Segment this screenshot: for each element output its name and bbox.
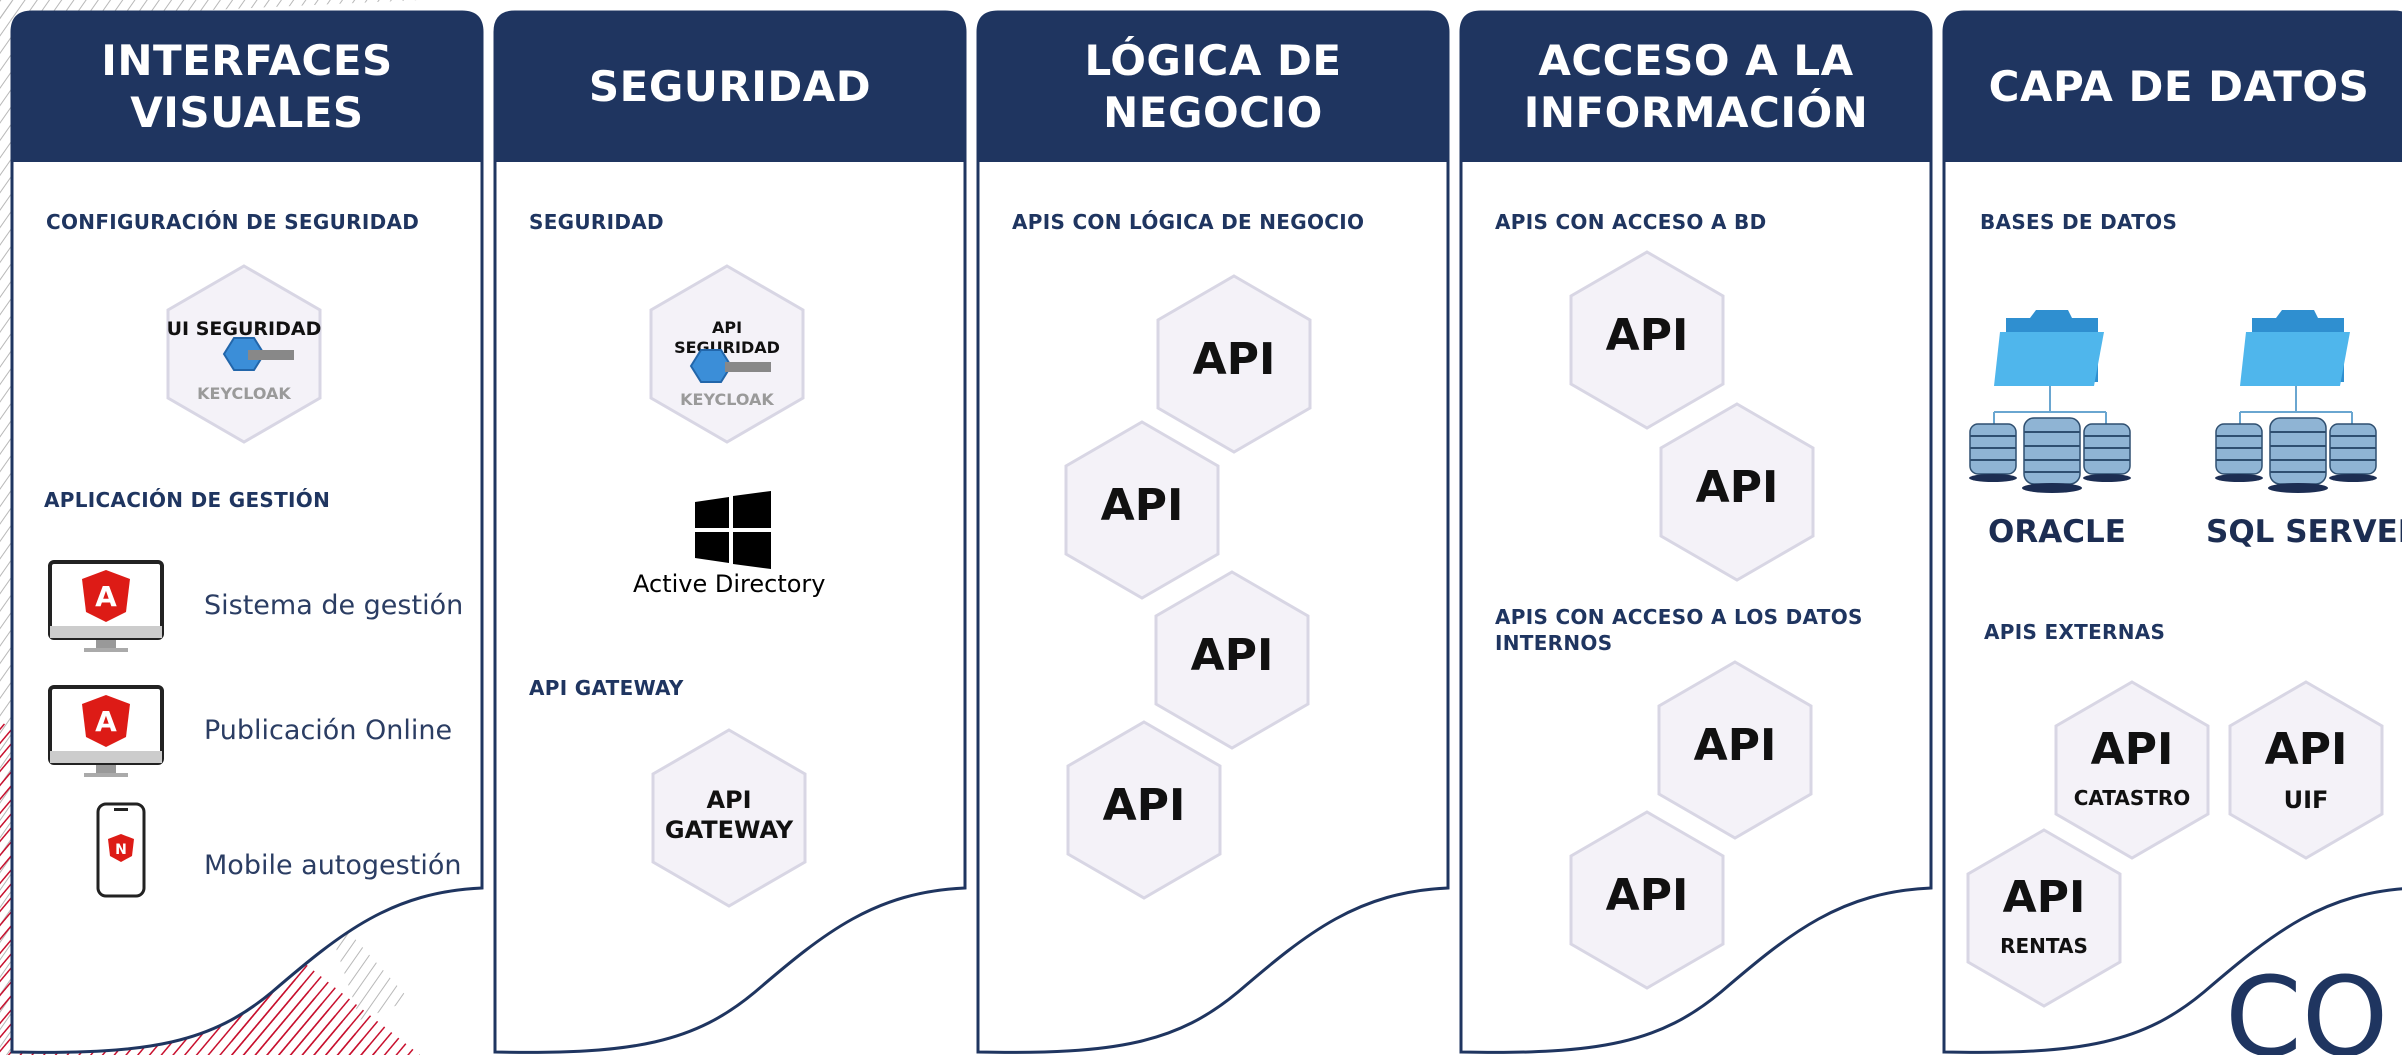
api-uif-hexagon: API UIF [2224,678,2388,862]
section-heading: SEGURIDAD [529,210,664,234]
column-title: CAPA DE DATOS [1988,62,2370,111]
column-acceso-informacion: ACCESO A LA INFORMACIÓN APIS CON ACCESO … [1459,10,1933,1055]
rentas-label: RENTAS [2000,934,2088,958]
column-frame [10,10,484,1054]
api-seguridad-label-2: SEGURIDAD [674,338,780,357]
angular-monitor-icon: A [48,560,164,652]
api-gateway-label-2: GATEWAY [664,816,794,844]
svg-text:A: A [95,705,117,738]
api-hexagon: API [1655,400,1819,584]
column-seguridad: SEGURIDAD SEGURIDAD API SEGURIDAD KEYCLO… [493,10,967,1055]
ui-seguridad-label: UI SEGURIDAD [166,318,322,340]
api-hexagon: API [1060,418,1224,602]
svg-text:A: A [95,580,117,613]
api-label: API [1605,870,1689,921]
sqlserver-database-icon [2215,310,2377,493]
api-seguridad-hexagon: API SEGURIDAD KEYCLOAK [645,262,809,446]
api-label: API [2002,872,2086,923]
api-hexagon: API [1565,248,1729,432]
section-heading: BASES DE DATOS [1980,210,2178,234]
keycloak-label: KEYCLOAK [680,390,774,409]
section-heading: APIS CON LÓGICA DE NEGOCIO [1012,210,1365,234]
windows-icon [695,491,771,569]
app-item-sistema[interactable]: A Sistema de gestión [48,560,478,660]
uif-label: UIF [2283,786,2329,814]
angular-monitor-icon: A [48,685,164,777]
section-heading: APIS CON ACCESO A BD [1495,210,1767,234]
api-label: API [1102,780,1186,831]
api-hexagon: API [1152,272,1316,456]
section-heading: APLICACIÓN DE GESTIÓN [44,488,331,512]
api-label: API [1100,480,1184,531]
ui-seguridad-hexagon: UI SEGURIDAD KEYCLOAK [162,262,326,446]
active-directory-label: Active Directory [633,570,826,598]
api-hexagon: API [1150,568,1314,752]
api-label: API [1693,720,1777,771]
app-label: Sistema de gestión [204,590,464,621]
api-seguridad-label-1: API [711,318,743,337]
section-heading: CONFIGURACIÓN DE SEGURIDAD [46,210,420,234]
api-label: API [1695,462,1779,513]
api-gateway-hexagon: API GATEWAY [647,726,811,910]
column-logica-negocio: LÓGICA DE NEGOCIO APIS CON LÓGICA DE NEG… [976,10,1450,1055]
mobile-phone-icon: N [96,802,146,898]
api-hexagon: API [1653,658,1817,842]
api-label: API [1192,334,1276,385]
oracle-database-icon [1969,310,2131,493]
app-item-publicacion[interactable]: A Publicación Online [48,685,478,785]
section-heading: API GATEWAY [529,676,684,700]
app-item-mobile[interactable]: N Mobile autogestión [48,800,478,900]
section-heading: APIS CON ACCESO A LOS DATOS INTERNOS [1495,605,1863,655]
api-label: API [1190,630,1274,681]
api-label: API [1605,310,1689,361]
api-label: API [2264,724,2348,775]
api-gateway-label-1: API [706,786,752,814]
section-heading: APIS EXTERNAS [1984,620,2166,644]
svg-text:N: N [115,842,127,858]
column-title: INTERFACES VISUALES [101,36,393,137]
api-hexagon: API [1062,718,1226,902]
column-title: SEGURIDAD [588,62,872,111]
column-title: ACCESO A LA INFORMACIÓN [1523,36,1869,137]
column-frame [493,10,967,1054]
api-rentas-hexagon: API RENTAS [1962,826,2126,1010]
api-hexagon: API [1565,808,1729,992]
api-catastro-hexagon: API CATASTRO [2050,678,2214,862]
column-capa-datos: CAPA DE DATOS BASES DE DATOS ORACLE [1942,10,2402,1055]
logo-fragment: CO [2225,953,2388,1055]
column-title: LÓGICA DE NEGOCIO [1084,36,1342,137]
api-label: API [2090,724,2174,775]
app-label: Publicación Online [204,715,453,746]
keycloak-label: KEYCLOAK [197,384,291,403]
catastro-label: CATASTRO [2073,786,2191,810]
sqlserver-label: SQL SERVER [2206,514,2402,550]
oracle-label: ORACLE [1988,514,2126,550]
app-label: Mobile autogestión [204,850,462,881]
column-interfaces-visuales: INTERFACES VISUALES CONFIGURACIÓN DE SEG… [10,10,484,1055]
